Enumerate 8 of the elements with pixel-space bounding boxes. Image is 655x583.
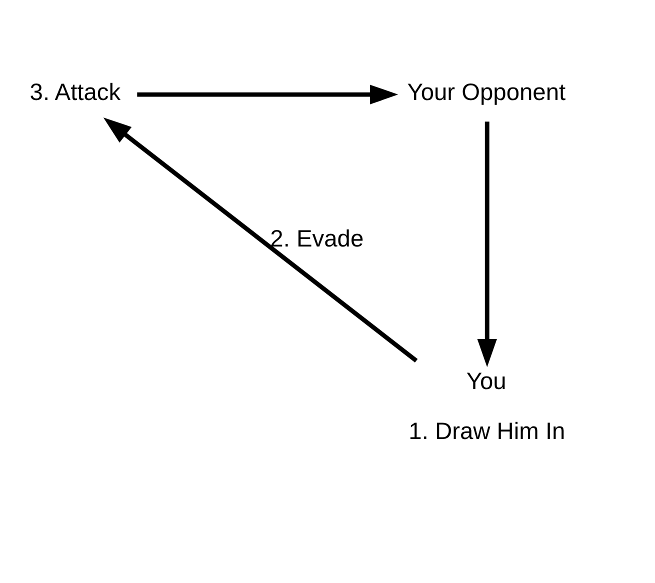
node-text: 3. Attack (30, 80, 121, 106)
arrow (137, 84, 398, 104)
edge-label: 2. Evade (270, 226, 364, 252)
node-text: Your Opponent (407, 80, 566, 106)
node-label: 1. Draw Him In (408, 418, 566, 445)
arrow (103, 117, 418, 362)
node-text: You (466, 368, 506, 394)
arrow (477, 121, 497, 367)
